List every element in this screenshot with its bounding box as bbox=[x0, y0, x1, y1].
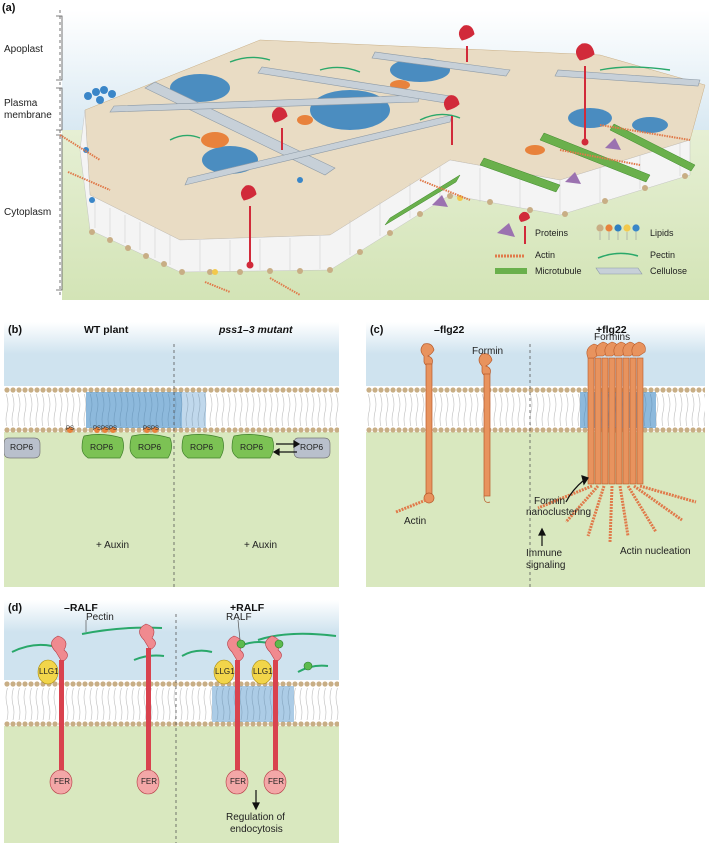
panel-c-illustration bbox=[366, 322, 705, 587]
fer-label-4: FER bbox=[268, 777, 284, 786]
regulation-label-1: Regulation of bbox=[226, 812, 285, 823]
formin-label: Formin bbox=[472, 346, 504, 357]
region-plasma-membrane: Plasma membrane bbox=[4, 98, 52, 121]
rop6-label-3: ROP6 bbox=[138, 442, 162, 452]
actin-label-c: Actin bbox=[404, 516, 427, 527]
ps-lipids bbox=[67, 427, 158, 433]
formins-label: Formins bbox=[594, 332, 631, 343]
fer-label-1: FER bbox=[54, 777, 70, 786]
ps-label-6: PS bbox=[151, 426, 160, 432]
pectin-strands bbox=[11, 626, 337, 673]
panel-d-left-title: –RALF bbox=[64, 602, 98, 614]
panel-d-illustration bbox=[4, 600, 339, 843]
equilibrium-arrows bbox=[272, 439, 301, 457]
immune-label-2: signaling bbox=[526, 560, 566, 571]
llg1-label-3: LLG1 bbox=[253, 667, 273, 676]
panel-c-label: (c) bbox=[370, 324, 384, 336]
rop6-label-2: ROP6 bbox=[90, 442, 114, 452]
rop6-active-wt-2 bbox=[129, 434, 172, 459]
fer-label-2: FER bbox=[141, 777, 157, 786]
panel-d-right-title: +RALF bbox=[230, 602, 265, 614]
legend-cellulose-label: Cellulose bbox=[650, 266, 688, 276]
auxin-right: + Auxin bbox=[244, 540, 278, 551]
rop6-label-1: ROP6 bbox=[10, 442, 34, 452]
microtubule-legend-icon bbox=[495, 268, 527, 274]
legend-lipids-label: Lipids bbox=[650, 228, 674, 238]
formin-single bbox=[478, 353, 493, 503]
panel-c-right-title: +flg22 bbox=[596, 324, 627, 336]
panel-b-right-title: pss1–3 mutant bbox=[219, 324, 293, 336]
llg1-fer-complex-3 bbox=[213, 635, 249, 795]
panel-a-label: (a) bbox=[2, 2, 16, 14]
auxin-left: + Auxin bbox=[96, 540, 130, 551]
lipids-legend-icon bbox=[596, 224, 640, 240]
immune-arrowhead bbox=[538, 527, 546, 536]
nanoclustering-arrowhead bbox=[581, 475, 589, 486]
legend-actin-label: Actin bbox=[535, 250, 556, 260]
pectin-legend-icon bbox=[597, 252, 639, 259]
rop6-active-wt-1 bbox=[81, 434, 124, 459]
legend-proteins-label: Proteins bbox=[535, 228, 569, 238]
panel-b-illustration bbox=[4, 322, 339, 587]
actin-filament-c bbox=[395, 498, 427, 514]
panel-a: (a) bbox=[0, 0, 709, 300]
immune-label-1: Immune bbox=[526, 548, 563, 559]
nanoclustering-label-2: nanoclustering bbox=[526, 507, 592, 518]
panel-a-legend bbox=[495, 211, 643, 275]
nanoclustering-label-1: Formin bbox=[534, 496, 566, 507]
protein-red-legend-icon bbox=[518, 211, 530, 244]
panel-a-illustration bbox=[56, 10, 709, 300]
rop6-label-6: ROP6 bbox=[300, 442, 324, 452]
region-apoplast: Apoplast bbox=[4, 44, 43, 55]
ps-label-2: PS bbox=[93, 426, 102, 432]
rop6-active-mut-2 bbox=[231, 434, 274, 459]
ps-label-5: PS bbox=[143, 426, 152, 432]
formin-cluster bbox=[586, 341, 646, 485]
endocytosis-arrow bbox=[252, 790, 260, 811]
panel-c: (c) –flg22 +flg22 Formin Formins Actin F… bbox=[366, 322, 705, 587]
panel-d-label: (d) bbox=[8, 602, 23, 614]
rop6-inactive-wt bbox=[4, 437, 41, 459]
fer-label-3: FER bbox=[230, 777, 246, 786]
regulation-label-2: endocytosis bbox=[230, 824, 283, 835]
actin-nucleation-label: Actin nucleation bbox=[620, 546, 691, 557]
legend-pectin-label: Pectin bbox=[650, 250, 676, 260]
cellulose-legend-icon bbox=[595, 267, 643, 275]
llg1-fer-complex-1 bbox=[37, 635, 73, 795]
legend-microtubule-label: Microtubule bbox=[535, 266, 582, 276]
panel-d: (d) –RALF +RALF Pectin RALF LLG1 LLG1 LL… bbox=[4, 600, 339, 843]
ps-label-1: PS bbox=[66, 426, 75, 432]
panel-b: (b) WT plant pss1–3 mutant PS PS PS PS P… bbox=[4, 322, 339, 587]
llg1-label-1: LLG1 bbox=[39, 667, 59, 676]
rop6-active-mut-1 bbox=[181, 434, 224, 459]
llg1-fer-complex-4 bbox=[251, 635, 287, 795]
llg1-fer-complex-2 bbox=[136, 623, 160, 795]
ps-label-4: PS bbox=[109, 426, 118, 432]
panel-c-left-title: –flg22 bbox=[434, 324, 465, 336]
rop6-label-5: ROP6 bbox=[240, 442, 264, 452]
panel-b-label: (b) bbox=[8, 324, 23, 336]
nanoclustering-arrow bbox=[565, 479, 585, 503]
region-cytoplasm: Cytoplasm bbox=[4, 207, 52, 218]
rop6-label-4: ROP6 bbox=[190, 442, 214, 452]
pectin-label-d: Pectin bbox=[86, 612, 114, 623]
formin-with-actin bbox=[420, 343, 435, 504]
panel-b-left-title: WT plant bbox=[84, 324, 129, 336]
llg1-label-2: LLG1 bbox=[215, 667, 235, 676]
ps-label-3: PS bbox=[101, 426, 110, 432]
proteins-legend-icon bbox=[497, 223, 515, 237]
free-ralf bbox=[303, 661, 313, 671]
ralf-label: RALF bbox=[226, 612, 252, 623]
actin-nucleation-rays bbox=[537, 484, 697, 543]
